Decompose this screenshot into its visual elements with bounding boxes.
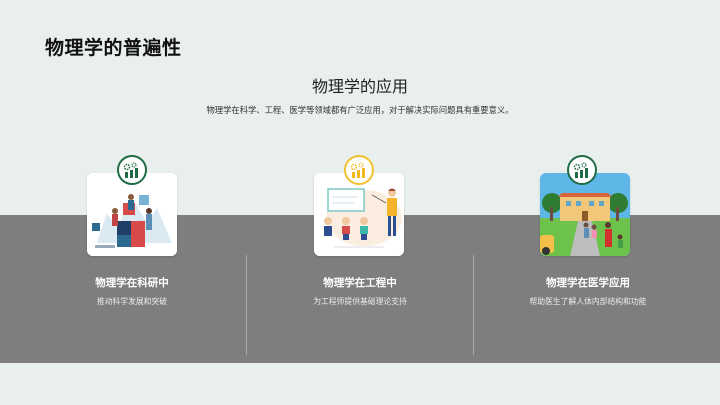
section-title: 物理学的应用 bbox=[311, 77, 408, 96]
chart-gears-icon bbox=[350, 162, 365, 178]
page-title: 物理学的普遍性 bbox=[45, 37, 182, 59]
team-puzzle-illustration bbox=[87, 173, 177, 256]
school-family-illustration bbox=[540, 173, 630, 256]
teacher-children-illustration bbox=[314, 173, 404, 256]
card-title: 物理学在医学应用 bbox=[546, 277, 630, 289]
card-medicine: 物理学在医学应用 帮助医生了解人体内部结构和功能 bbox=[478, 0, 698, 405]
card-research: 物理学在科研中 推动科学发展和突破 bbox=[22, 0, 242, 405]
divider bbox=[246, 255, 247, 355]
section-description: 物理学在科学、工程、医学等领域都有广泛应用，对于解决实际问题具有重要意义。 bbox=[206, 105, 514, 115]
card-description: 推动科学发展和突破 bbox=[96, 297, 168, 306]
divider bbox=[473, 255, 474, 355]
card-description: 帮助医生了解人体内部结构和功能 bbox=[529, 297, 647, 306]
badge bbox=[117, 155, 147, 185]
badge bbox=[344, 155, 374, 185]
chart-gears-icon bbox=[573, 162, 588, 178]
card-title: 物理学在科研中 bbox=[95, 277, 169, 289]
chart-gears-icon bbox=[123, 162, 138, 178]
card-engineering: 物理学在工程中 为工程师提供基础理论支持 bbox=[250, 0, 470, 405]
badge bbox=[567, 155, 597, 185]
card-description: 为工程师提供基础理论支持 bbox=[313, 297, 407, 306]
card-title: 物理学在工程中 bbox=[323, 277, 397, 289]
